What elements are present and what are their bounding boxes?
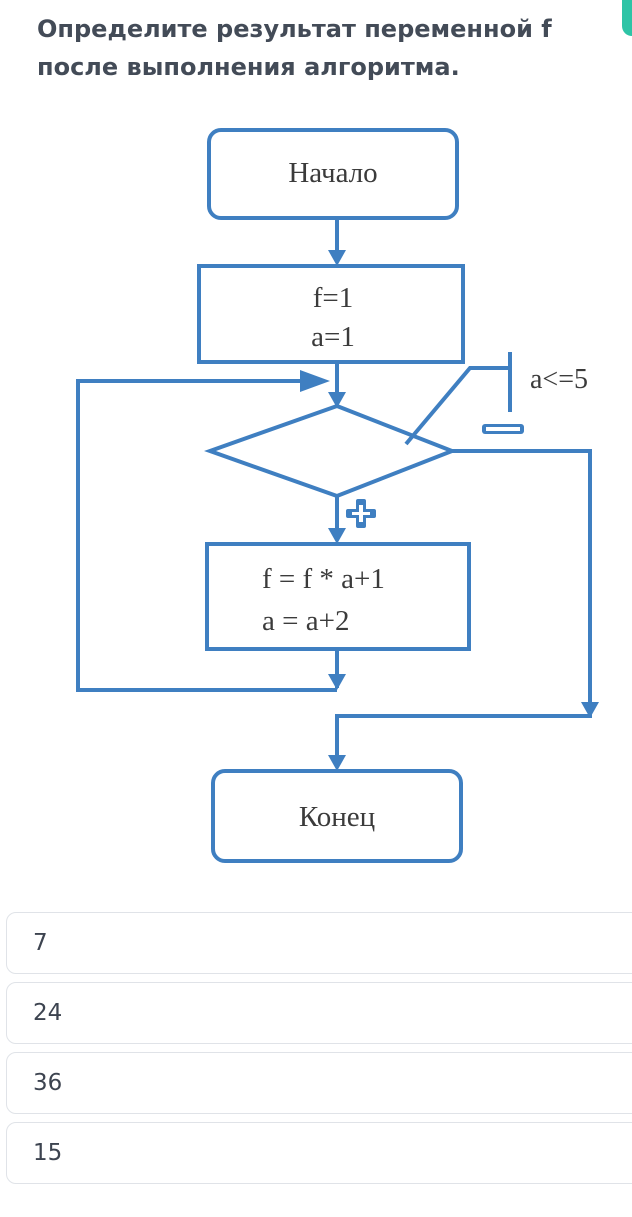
answer-option[interactable]: 15	[6, 1122, 632, 1184]
init-block	[197, 264, 465, 364]
arrow-loop-right	[300, 370, 330, 392]
end-label: Конец	[299, 801, 375, 833]
condition-label: a<=5	[530, 364, 588, 395]
init-line-1: f=1	[313, 282, 354, 314]
condition-diamond	[204, 403, 458, 499]
arrow-down-6	[581, 702, 599, 718]
answer-option[interactable]: 24	[6, 982, 632, 1044]
answer-option[interactable]: 7	[6, 912, 632, 974]
init-line-2: a=1	[311, 321, 355, 353]
body-line-2: a = a+2	[262, 605, 349, 637]
arrow-down-2	[328, 392, 346, 408]
flowchart-image: Начало f=1 a=1 a<=5 f = f * a+1 a = a+2 …	[76, 128, 599, 863]
start-block	[207, 128, 459, 220]
arrow-down-3	[328, 528, 346, 544]
corner-tab	[622, 0, 632, 36]
start-label: Начало	[288, 157, 377, 189]
arrow-down-4	[328, 674, 346, 690]
answer-options: 7 24 36 15	[6, 912, 632, 1192]
question-text: Определите результат переменной f после …	[37, 15, 552, 81]
arrow-down-5	[328, 755, 346, 771]
answer-option[interactable]: 36	[6, 1052, 632, 1114]
arrow-down-1	[328, 250, 346, 266]
body-line-1: f = f * a+1	[262, 563, 385, 595]
